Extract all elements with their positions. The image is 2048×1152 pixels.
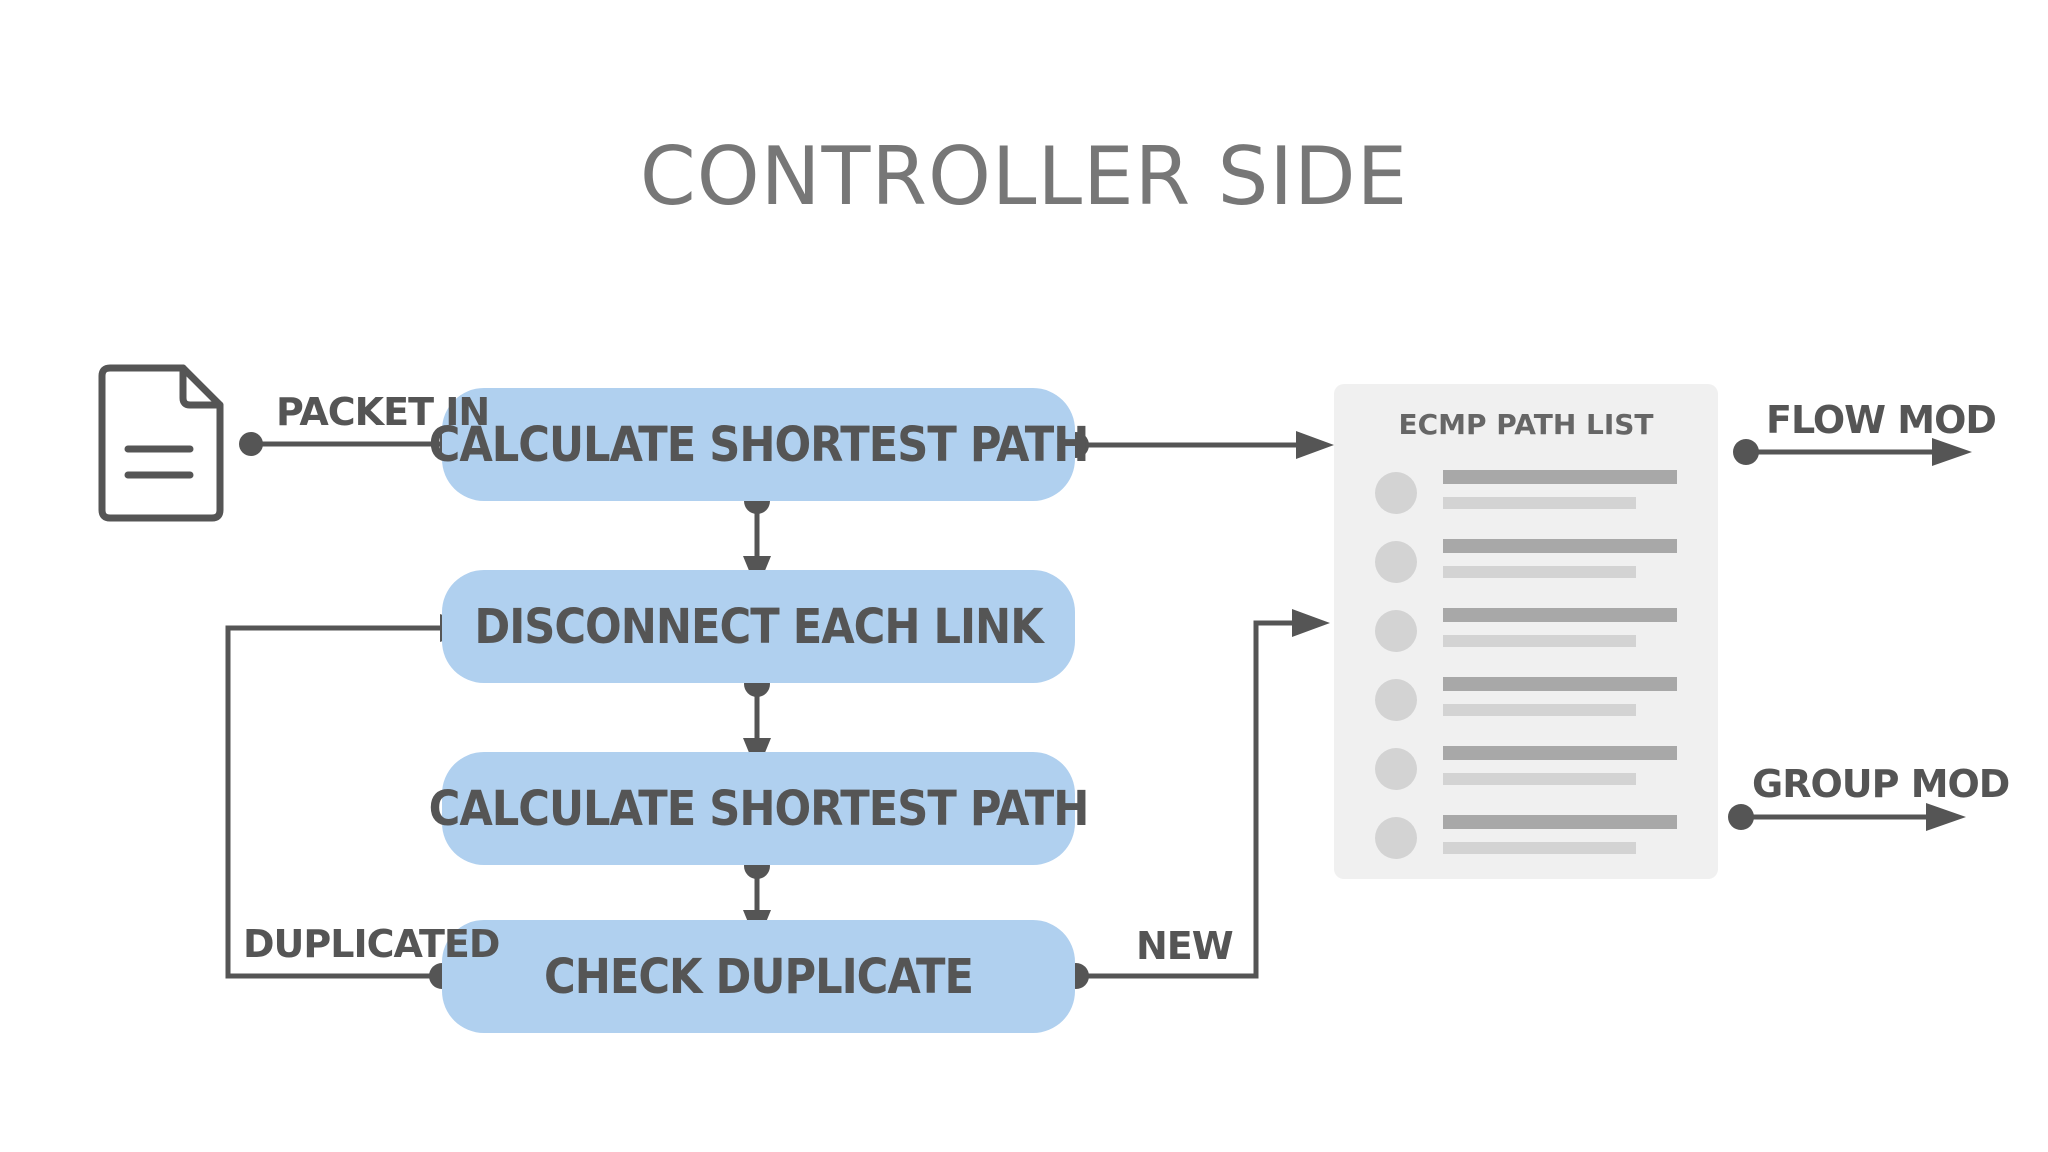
ecmp-path-list-panel: ECMP PATH LIST [1334,384,1718,879]
label-new: NEW [1136,924,1234,968]
list-line-secondary [1443,566,1636,578]
arrowhead-new [1292,609,1330,637]
list-bullet-icon [1375,610,1417,652]
list-bullet-icon [1375,472,1417,514]
ecmp-list-item [1334,532,1718,592]
list-line-secondary [1443,497,1636,509]
edge-duplicated-loop [225,625,448,979]
node-label: CALCULATE SHORTEST PATH [428,780,1090,837]
dot-flow-mod [1733,439,1759,465]
diagram-title: CONTROLLER SIDE [639,130,1409,223]
edge-new [1074,620,1300,979]
list-line-secondary [1443,635,1636,647]
list-line-primary [1443,746,1677,760]
node-label: CALCULATE SHORTEST PATH [428,416,1090,473]
list-line-primary [1443,470,1677,484]
node-check-duplicate: CHECK DUPLICATE [442,920,1075,1033]
list-bullet-icon [1375,679,1417,721]
list-bullet-icon [1375,541,1417,583]
list-bullet-icon [1375,817,1417,859]
label-duplicated: DUPLICATED [243,922,500,966]
node-calculate-shortest-path-2: CALCULATE SHORTEST PATH [429,752,1089,865]
dot-packet-in [239,432,263,456]
ecmp-list-item [1334,670,1718,730]
ecmp-list-item [1334,739,1718,799]
list-line-primary [1443,539,1677,553]
list-line-primary [1443,815,1677,829]
arrowhead-to-ecmp [1296,431,1334,459]
label-flow-mod: FLOW MOD [1766,398,1997,442]
node-calculate-shortest-path-1: CALCULATE SHORTEST PATH [429,388,1089,501]
list-line-secondary [1443,842,1636,854]
list-line-primary [1443,608,1677,622]
list-line-primary [1443,677,1677,691]
ecmp-title: ECMP PATH LIST [1398,408,1654,441]
list-line-secondary [1443,773,1636,785]
arrowhead-flow-mod [1932,438,1972,466]
label-packet-in: PACKET IN [276,390,490,434]
ecmp-list-item [1334,463,1718,523]
list-bullet-icon [1375,748,1417,790]
ecmp-list-item [1334,601,1718,661]
node-label: CHECK DUPLICATE [544,948,974,1005]
document-icon [98,364,224,522]
ecmp-list-item [1334,808,1718,868]
node-disconnect-each-link: DISCONNECT EACH LINK [442,570,1075,683]
list-line-secondary [1443,704,1636,716]
arrowhead-group-mod [1926,803,1966,831]
node-label: DISCONNECT EACH LINK [474,598,1043,655]
label-group-mod: GROUP MOD [1752,762,2010,806]
dot-group-mod [1728,804,1754,830]
